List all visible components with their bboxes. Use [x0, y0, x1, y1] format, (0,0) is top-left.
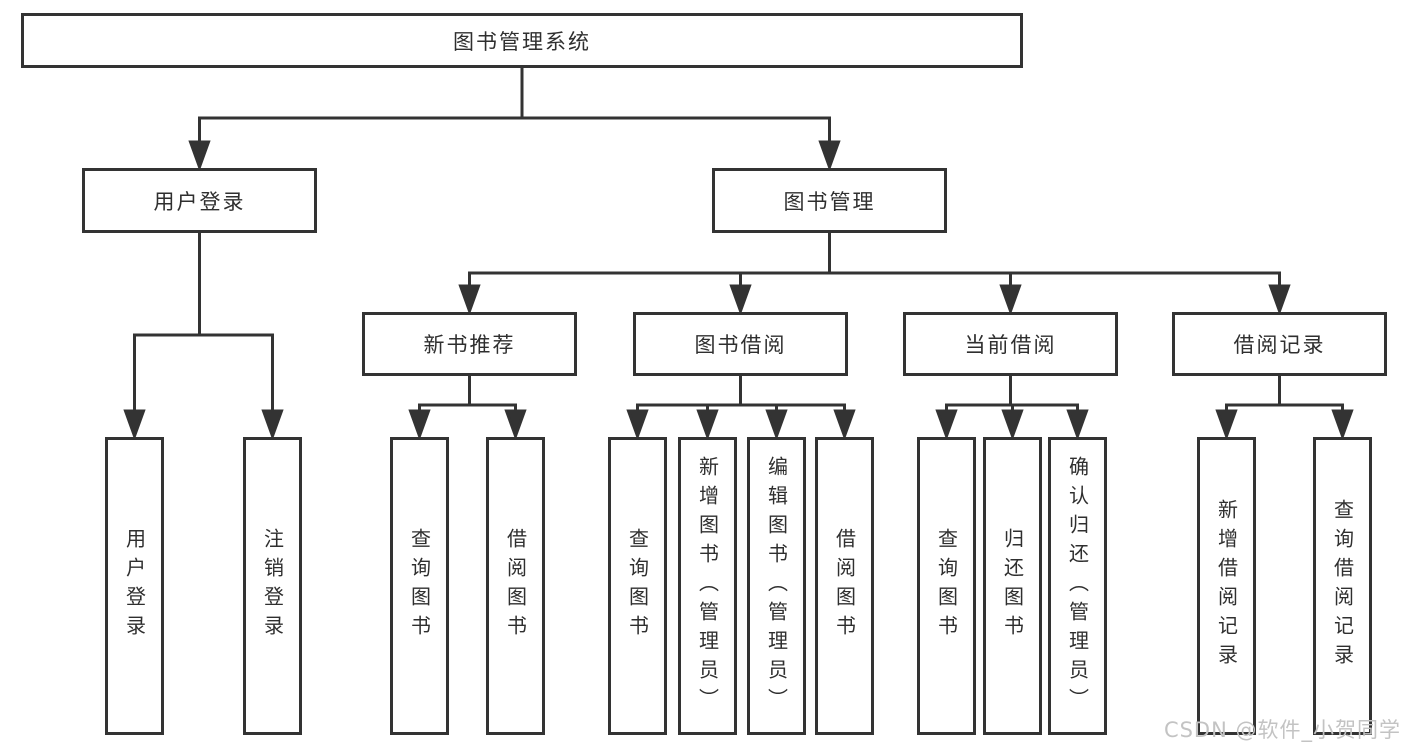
arrowhead-icon	[504, 409, 527, 441]
section-new-book-recommend: 新书推荐	[362, 312, 577, 376]
arrowhead-icon	[818, 140, 841, 172]
leaf-query-books-1: 查询图书	[390, 437, 449, 735]
watermark: CSDN @软件_小贺同学	[1163, 718, 1401, 742]
connector-mgmt-to-sections	[458, 233, 1291, 316]
leaf-return-books: 归还图书	[983, 437, 1042, 735]
leaf-confirm-return-admin: 确认归还（管理员）	[1048, 437, 1107, 735]
branch-book-management: 图书管理	[712, 168, 947, 233]
arrowhead-icon	[458, 284, 481, 316]
arrowhead-icon	[696, 409, 719, 441]
arrowhead-icon	[1066, 409, 1089, 441]
connector-root-to-level2	[188, 68, 841, 172]
root-node: 图书管理系统	[21, 13, 1023, 68]
arrowhead-icon	[188, 140, 211, 172]
arrowhead-icon	[408, 409, 431, 441]
leaf-edit-book-admin: 编辑图书（管理员）	[747, 437, 806, 735]
leaf-user-login: 用户登录	[105, 437, 164, 735]
leaf-borrow-books-2: 借阅图书	[815, 437, 874, 735]
arrowhead-icon	[999, 284, 1022, 316]
section-book-borrow: 图书借阅	[633, 312, 848, 376]
connector-sections-to-leaves	[408, 376, 1354, 441]
leaf-add-borrow-record: 新增借阅记录	[1197, 437, 1256, 735]
leaf-add-book-admin: 新增图书（管理员）	[678, 437, 737, 735]
arrowhead-icon	[1001, 409, 1024, 441]
arrowhead-icon	[626, 409, 649, 441]
leaf-borrow-books-1: 借阅图书	[486, 437, 545, 735]
arrowhead-icon	[833, 409, 856, 441]
leaf-query-books-2: 查询图书	[608, 437, 667, 735]
section-current-borrow: 当前借阅	[903, 312, 1118, 376]
arrowhead-icon	[765, 409, 788, 441]
arrowhead-icon	[1215, 409, 1238, 441]
branch-user-login: 用户登录	[82, 168, 317, 233]
arrowhead-icon	[1331, 409, 1354, 441]
arrowhead-icon	[935, 409, 958, 441]
connector-user-branch	[123, 233, 284, 441]
leaf-logout: 注销登录	[243, 437, 302, 735]
section-borrow-records: 借阅记录	[1172, 312, 1387, 376]
leaf-query-books-3: 查询图书	[917, 437, 976, 735]
leaf-query-borrow-record: 查询借阅记录	[1313, 437, 1372, 735]
arrowhead-icon	[261, 409, 284, 441]
arrowhead-icon	[1268, 284, 1291, 316]
arrowhead-icon	[123, 409, 146, 441]
arrowhead-icon	[729, 284, 752, 316]
